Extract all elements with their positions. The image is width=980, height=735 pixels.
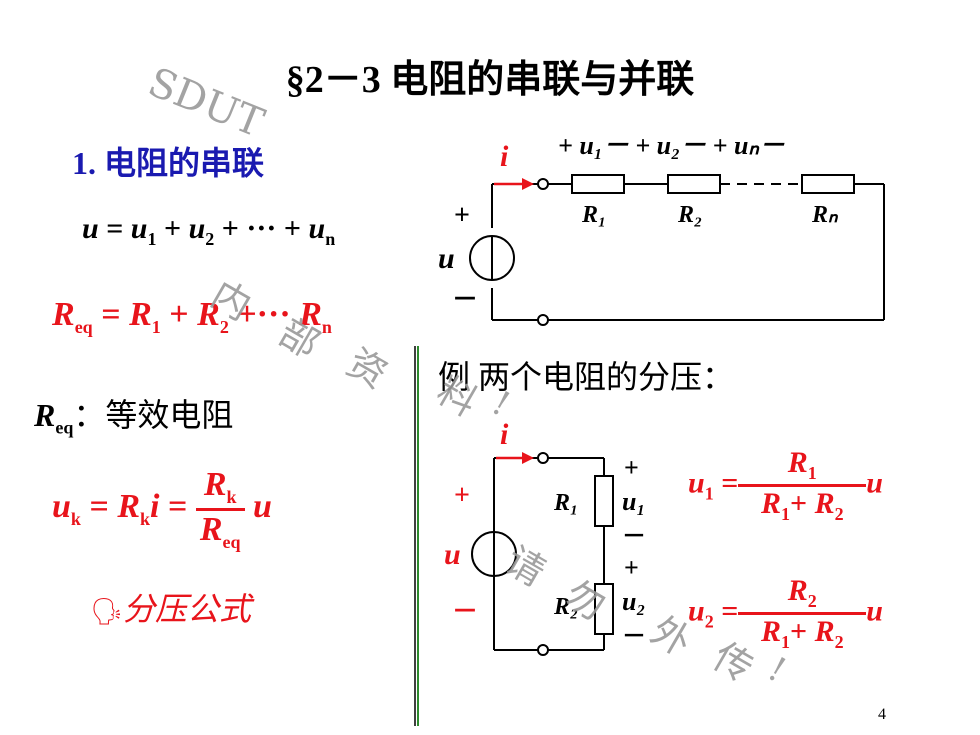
- r1-label: R₁: [581, 202, 606, 228]
- section-heading: 1. 电阻的串联: [72, 145, 265, 181]
- source-voltage-label: u: [444, 538, 461, 571]
- divider-formula-note: 🗣分压公式: [90, 591, 252, 627]
- r2-label: R₂: [677, 202, 702, 228]
- equivalent-resistance-label: Req：等效电阻: [34, 397, 234, 438]
- current-label: i: [500, 418, 509, 451]
- example-heading: 例 两个电阻的分压：: [438, 359, 735, 395]
- vertical-divider: [414, 346, 419, 726]
- current-arrowhead: [522, 452, 534, 464]
- divider-circuit-diagram: i + u － R₁ R₂ + u₁ － + u₂ －: [444, 418, 646, 656]
- voltage-drop-labels: + u₁－ + u₂－ + uₙ－: [558, 131, 785, 160]
- r2-label: R₂: [553, 594, 578, 620]
- u2-label: u₂: [622, 587, 646, 616]
- r1-label: R₁: [553, 490, 578, 516]
- voltage-sum-equation: u = u1 + u2 + ··· + un: [82, 212, 336, 249]
- u2-plus: +: [624, 553, 639, 582]
- watermark-char: !: [760, 649, 793, 691]
- current-label: i: [500, 140, 509, 173]
- equivalent-resistance-equation: Req = R1 + R2 +··· Rn: [52, 296, 332, 337]
- u1-plus: +: [624, 453, 639, 482]
- source-plus: +: [454, 480, 470, 511]
- series-circuit-diagram: i + u₁－ + u₂－ + uₙ－ R₁ R₂ Rₙ + u －: [438, 131, 885, 326]
- source-plus: +: [454, 200, 470, 231]
- page-number: 4: [878, 706, 886, 723]
- rn-label: Rₙ: [811, 202, 839, 228]
- source-minus: －: [452, 285, 478, 314]
- page-title: §2－3 电阻的串联与并联: [285, 59, 695, 101]
- current-arrowhead: [522, 178, 534, 190]
- u2-minus: －: [622, 624, 646, 650]
- watermark-char: 资: [339, 339, 395, 398]
- u1-label: u₁: [622, 487, 646, 516]
- u1-minus: －: [622, 524, 646, 550]
- source-voltage-label: u: [438, 242, 455, 275]
- source-minus: －: [452, 597, 478, 626]
- speaker-icon: 🗣: [90, 597, 124, 626]
